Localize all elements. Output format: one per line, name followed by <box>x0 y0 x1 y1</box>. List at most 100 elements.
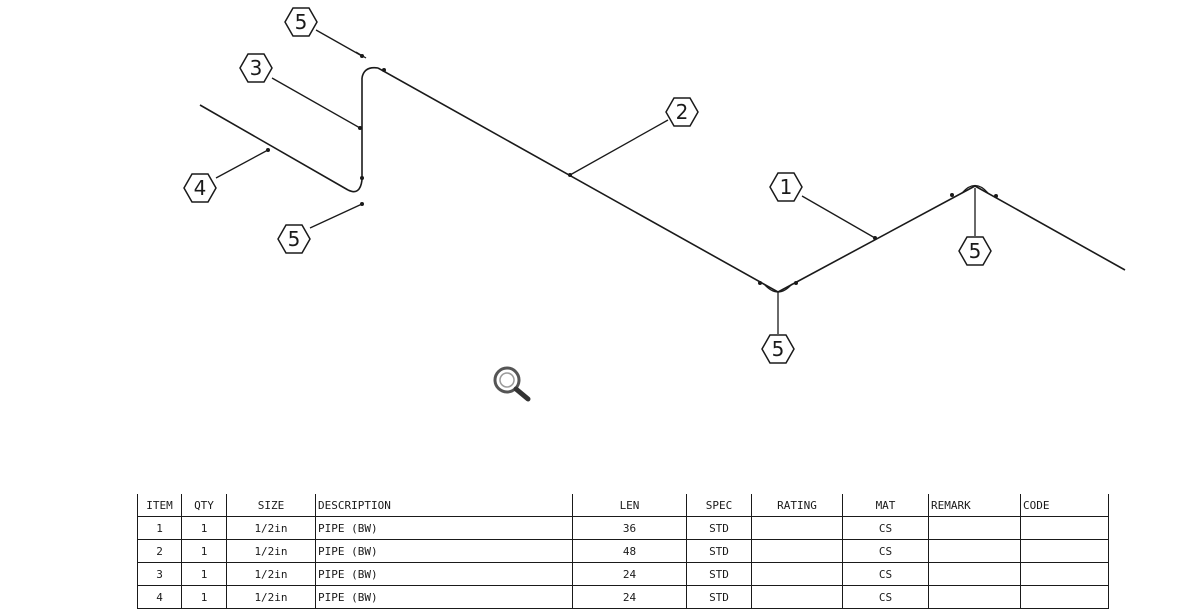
balloon-label: 5 <box>772 337 785 361</box>
cell-mat: CS <box>842 539 929 563</box>
balloon-5-left: 5 <box>277 224 311 254</box>
cell-code <box>1020 539 1109 563</box>
joint-dot <box>950 193 954 197</box>
joint-dot <box>360 176 364 180</box>
col-header-code: CODE <box>1020 494 1109 517</box>
cell-size: 1/2in <box>226 516 316 540</box>
cell-qty: 1 <box>181 539 227 563</box>
joint-dot <box>568 173 572 177</box>
joint-dot <box>994 194 998 198</box>
balloon-label: 5 <box>295 10 308 34</box>
balloon-hexagon <box>183 173 217 203</box>
col-header-qty: QTY <box>181 494 227 517</box>
table-row: 1 1 1/2in PIPE (BW) 36 STD CS <box>137 516 1109 540</box>
cell-size: 1/2in <box>226 539 316 563</box>
cell-code <box>1020 516 1109 540</box>
joint-dot <box>266 148 270 152</box>
cell-len: 24 <box>572 585 687 609</box>
cell-qty: 1 <box>181 585 227 609</box>
cell-len: 48 <box>572 539 687 563</box>
pipe-run-2 <box>377 67 779 293</box>
balloon-hexagon <box>958 236 992 266</box>
joint-dot <box>758 281 762 285</box>
balloon-3: 3 <box>239 53 273 83</box>
bom-header-row: ITEM QTY SIZE DESCRIPTION LEN SPEC RATIN… <box>137 494 1109 517</box>
balloon-hexagon <box>277 224 311 254</box>
elbow-upper <box>361 66 379 79</box>
cell-mat: CS <box>842 562 929 586</box>
cell-description: PIPE (BW) <box>315 585 573 609</box>
balloon-5-bottom: 5 <box>761 334 795 364</box>
leader-2 <box>569 119 669 176</box>
col-header-spec: SPEC <box>686 494 752 517</box>
cell-item: 3 <box>137 562 182 586</box>
balloon-hexagon <box>665 97 699 127</box>
leader-5b <box>309 203 363 229</box>
col-header-len: LEN <box>572 494 687 517</box>
elbow-bottom-fitting <box>763 283 793 293</box>
balloon-label: 2 <box>676 100 689 124</box>
joint-dot <box>382 68 386 72</box>
cell-spec: STD <box>686 562 752 586</box>
balloon-hexagon <box>761 334 795 364</box>
joint-dot <box>794 281 798 285</box>
col-header-mat: MAT <box>842 494 929 517</box>
leader-4 <box>215 149 269 179</box>
cell-spec: STD <box>686 585 752 609</box>
leader-1 <box>801 195 876 239</box>
joint-dot <box>873 236 877 240</box>
balloon-label: 5 <box>969 239 982 263</box>
cell-size: 1/2in <box>226 562 316 586</box>
elbow-top-fitting <box>961 184 989 194</box>
cell-rating <box>751 562 843 586</box>
magnifier-icon[interactable] <box>490 364 534 404</box>
balloon-hexagon <box>769 172 803 202</box>
cell-qty: 1 <box>181 516 227 540</box>
col-header-size: SIZE <box>226 494 316 517</box>
cell-remark <box>928 516 1021 540</box>
pipe-run-4 <box>199 104 349 191</box>
cell-mat: CS <box>842 585 929 609</box>
cell-len: 24 <box>572 562 687 586</box>
cell-rating <box>751 539 843 563</box>
cell-remark <box>928 539 1021 563</box>
cell-size: 1/2in <box>226 585 316 609</box>
table-row: 2 1 1/2in PIPE (BW) 48 STD CS <box>137 539 1109 563</box>
balloon-2: 2 <box>665 97 699 127</box>
balloon-label: 4 <box>194 176 207 200</box>
balloon-label: 1 <box>780 175 793 199</box>
joint-dot <box>360 202 364 206</box>
col-header-description: DESCRIPTION <box>315 494 573 517</box>
cell-code <box>1020 585 1109 609</box>
cell-len: 36 <box>572 516 687 540</box>
table-row: 4 1 1/2in PIPE (BW) 24 STD CS <box>137 585 1109 609</box>
cell-description: PIPE (BW) <box>315 516 573 540</box>
balloon-1: 1 <box>769 172 803 202</box>
balloon-5-right: 5 <box>958 236 992 266</box>
cell-remark <box>928 562 1021 586</box>
cell-spec: STD <box>686 516 752 540</box>
cell-mat: CS <box>842 516 929 540</box>
table-row: 3 1 1/2in PIPE (BW) 24 STD CS <box>137 562 1109 586</box>
balloon-label: 5 <box>288 227 301 251</box>
cell-rating <box>751 585 843 609</box>
joint-dot <box>360 54 364 58</box>
balloon-label: 3 <box>250 56 263 80</box>
cell-spec: STD <box>686 539 752 563</box>
balloon-4: 4 <box>183 173 217 203</box>
cell-item: 2 <box>137 539 182 563</box>
cell-item: 1 <box>137 516 182 540</box>
cell-item: 4 <box>137 585 182 609</box>
cell-description: PIPE (BW) <box>315 539 573 563</box>
leader-5a <box>315 29 363 57</box>
joint-dot <box>358 126 362 130</box>
balloon-hexagon <box>284 7 318 37</box>
cell-qty: 1 <box>181 562 227 586</box>
pipe-run-end <box>974 185 1126 271</box>
elbow-lower <box>347 179 363 193</box>
balloon-5-top: 5 <box>284 7 318 37</box>
balloon-hexagon <box>239 53 273 83</box>
cell-code <box>1020 562 1109 586</box>
cell-rating <box>751 516 843 540</box>
